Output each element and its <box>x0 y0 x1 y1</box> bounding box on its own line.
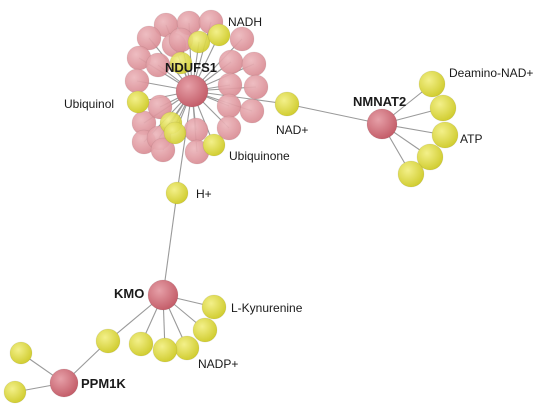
gene-node-ndufs1-cluster-7 <box>145 52 171 78</box>
label-ubiquinol: Ubiquinol <box>64 97 114 111</box>
metabolite-node-nmnat2-4 <box>397 160 425 188</box>
gene-node-ndufs1-cluster-8 <box>218 49 244 75</box>
metabolite-node-kmo-3 <box>152 337 178 363</box>
metabolite-node-kmo-1 <box>192 317 218 343</box>
gene-node-ndufs1-cluster-9 <box>241 51 267 77</box>
metabolite-node-ndufs1-cluster-27 <box>169 51 193 75</box>
gene-node-ndufs1-cluster-5 <box>229 26 255 52</box>
label-atp: ATP <box>460 132 482 146</box>
gene-node-ndufs1-cluster-3 <box>136 25 162 51</box>
metabolite-node-nmnat2-2 <box>431 121 459 149</box>
label-h-plus: H+ <box>196 187 212 201</box>
metabolite-node-kmo-5 <box>95 328 121 354</box>
gene-node-ndufs1-cluster-16 <box>239 98 265 124</box>
metabolite-node-kmo-0 <box>201 294 227 320</box>
gene-node-ndufs1-cluster-12 <box>243 74 269 100</box>
metabolite-node-nmnat2-1 <box>429 94 457 122</box>
metabolite-node-kmo-4 <box>128 331 154 357</box>
gene-node-kmo <box>147 279 179 311</box>
metabolite-node-nad-plus <box>274 91 300 117</box>
gene-node-ppm1k <box>49 368 79 398</box>
label-deamino-nad: Deamino-NAD+ <box>449 66 533 80</box>
label-l-kynurenine: L-Kynurenine <box>231 301 303 315</box>
node-layer <box>3 9 459 404</box>
gene-node-ndufs1 <box>175 74 209 108</box>
edge-h-plus-kmo <box>162 192 178 296</box>
gene-node-ndufs1-cluster-20 <box>216 115 242 141</box>
gene-node-ndufs1-cluster-15 <box>216 93 242 119</box>
gene-node-ndufs1-cluster-21 <box>150 137 176 163</box>
edge-ndufs1-h-plus <box>176 90 193 194</box>
metabolite-node-ubiquinone <box>202 133 226 157</box>
gene-node-ndufs1-cluster-19 <box>183 117 209 143</box>
label-nmnat2: NMNAT2 <box>353 94 406 109</box>
label-nad-plus: NAD+ <box>276 123 308 137</box>
gene-node-nmnat2 <box>366 108 398 140</box>
metabolite-node-ppm1k-1 <box>9 341 33 365</box>
metabolite-node-kmo-2 <box>174 335 200 361</box>
edge-nad-plus-nmnat2 <box>286 103 383 125</box>
label-kmo: KMO <box>114 286 144 301</box>
metabolite-node-nmnat2-0 <box>418 70 446 98</box>
metabolite-node-ppm1k-2 <box>3 380 27 404</box>
gene-node-ndufs1-cluster-14 <box>147 94 173 120</box>
label-nadp-plus: NADP+ <box>198 357 238 371</box>
metabolite-node-h-plus <box>165 181 189 205</box>
gene-node-ndufs1-cluster-10 <box>124 68 150 94</box>
metabolite-node-ubiquinol <box>126 90 150 114</box>
label-layer: NADH NDUFS1 Ubiquinol Ubiquinone NAD+ NM… <box>64 15 533 391</box>
gene-node-ndufs1-cluster-11 <box>217 72 243 98</box>
label-nadh: NADH <box>228 15 262 29</box>
metabolite-node-ndufs1-cluster-24 <box>187 30 211 54</box>
metabolite-node-nmnat2-3 <box>416 143 444 171</box>
metabolite-node-nadh <box>207 23 231 47</box>
metabolite-node-ndufs1-cluster-26 <box>163 121 187 145</box>
label-ppm1k: PPM1K <box>81 376 126 391</box>
label-ubiquinone: Ubiquinone <box>229 149 290 163</box>
label-ndufs1: NDUFS1 <box>165 60 217 75</box>
